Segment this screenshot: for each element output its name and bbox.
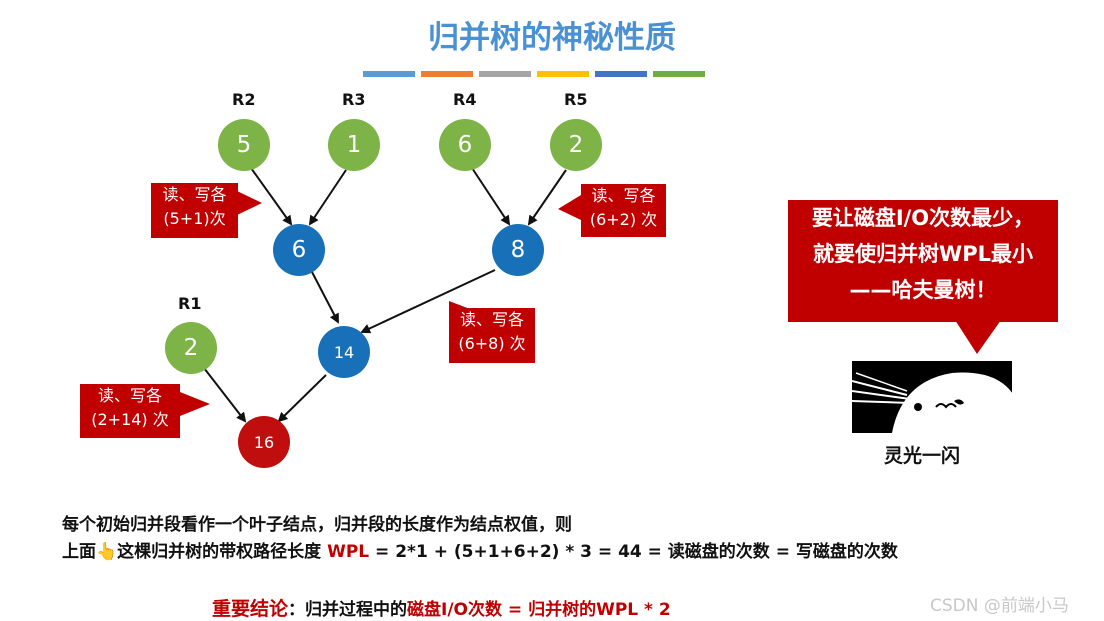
- inspiration-image: [852, 361, 1012, 433]
- root-node: 16: [238, 416, 290, 468]
- key-insight-callout: 要让磁盘I/O次数最少， 就要使归并树WPL最小 ——哈夫曼树！: [788, 200, 1058, 322]
- run-label: R4: [453, 90, 477, 109]
- pointing-finger-icon: 👆: [96, 542, 118, 562]
- edge: [311, 271, 339, 324]
- callout-read-write: 读、写各(2+14) 次: [80, 384, 180, 438]
- conclusion: 重要结论：归并过程中的磁盘I/O次数 = 归并树的WPL * 2: [212, 598, 671, 620]
- edge: [277, 374, 327, 423]
- callout-pointer: [955, 320, 1001, 354]
- internal-node: 6: [273, 224, 325, 276]
- stripe-segment: [479, 71, 531, 77]
- leaf-node: 2: [550, 119, 602, 171]
- explanation-line-2: 上面👆这棵归并树的带权路径长度 WPL = 2*1 + (5+1+6+2) * …: [62, 542, 898, 562]
- stripe-segment: [421, 71, 473, 77]
- edge: [308, 169, 347, 226]
- callout-read-write: 读、写各(6+8) 次: [449, 308, 535, 363]
- leaf-node: 2: [165, 322, 217, 374]
- stripe-segment: [363, 71, 415, 77]
- leaf-node: 5: [218, 119, 270, 171]
- lightbulb-meme-icon: [852, 372, 1012, 433]
- callout-read-write: 读、写各(5+1)次: [151, 183, 238, 238]
- edge: [527, 169, 567, 226]
- leaf-node: 6: [439, 119, 491, 171]
- page-title: 归并树的神秘性质: [428, 20, 676, 56]
- callout-pointer: [237, 191, 262, 215]
- internal-node: 8: [492, 224, 544, 276]
- run-label: R5: [564, 90, 588, 109]
- edge: [471, 167, 511, 226]
- edge: [203, 367, 247, 423]
- internal-node: 14: [318, 326, 370, 378]
- callout-pointer: [558, 195, 581, 220]
- stripe-segment: [537, 71, 589, 77]
- leaf-node: 1: [328, 119, 380, 171]
- edge: [250, 167, 293, 226]
- stripe-segment: [595, 71, 647, 77]
- explanation-line-1: 每个初始归并段看作一个叶子结点，归并段的长度作为结点权值，则: [62, 515, 572, 535]
- edge: [360, 269, 496, 334]
- run-label: R3: [342, 90, 366, 109]
- image-caption: 灵光一闪: [884, 445, 961, 467]
- callout-pointer: [180, 392, 210, 416]
- stripe-segment: [653, 71, 705, 77]
- run-label: R2: [232, 90, 256, 109]
- callout-read-write: 读、写各(6+2) 次: [581, 184, 666, 237]
- watermark: CSDN @前端小马: [930, 596, 1069, 616]
- run-label: R1: [178, 294, 202, 313]
